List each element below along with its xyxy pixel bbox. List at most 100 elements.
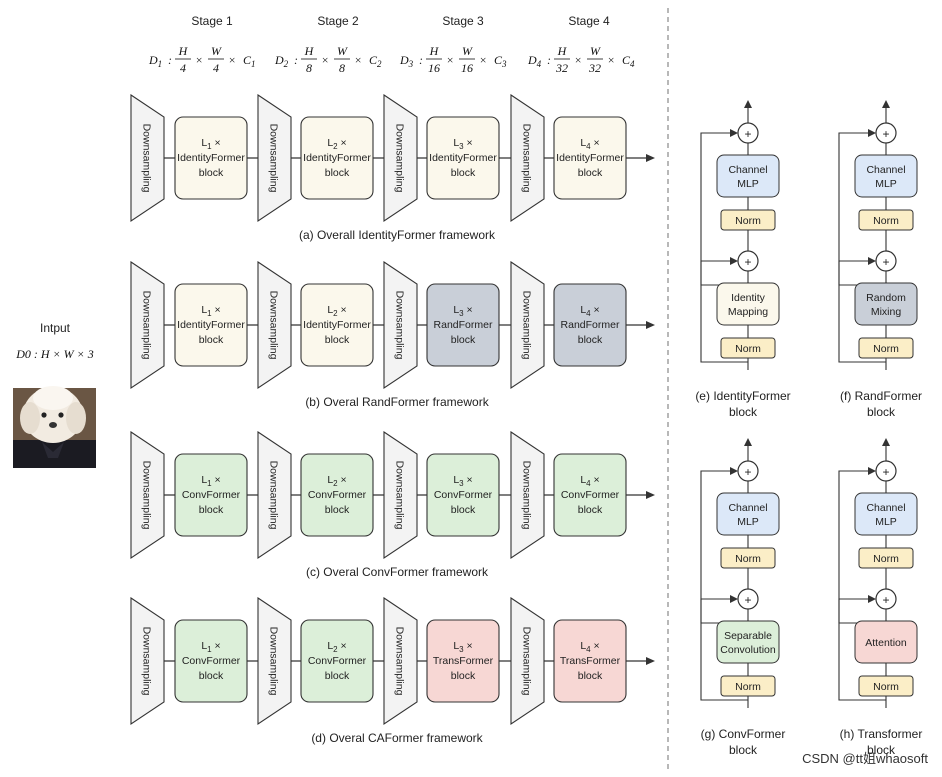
plus-sign: + (882, 255, 889, 269)
mlp-rect (854, 154, 918, 198)
top-arrow (744, 438, 752, 446)
block-type-label: ConvFormer (182, 655, 241, 667)
residual-arrow (868, 257, 876, 265)
fraction-denominator: 16 (428, 61, 440, 75)
mixer-label: Separable (724, 630, 772, 642)
block-type-label: RandFormer (434, 319, 493, 331)
framework-caption: (a) Overall IdentityFormer framework (299, 228, 496, 242)
fraction-denominator: 8 (306, 61, 312, 75)
add-node: + (875, 250, 897, 272)
downsampling-layer: Downsampling (130, 596, 165, 726)
block-sub-label: block (325, 167, 350, 179)
dimension-colon: : (419, 53, 423, 67)
block-type-label: ConvFormer (182, 489, 241, 501)
block-box (300, 116, 374, 200)
add-circle (737, 588, 759, 610)
fraction-numerator: W (337, 44, 348, 58)
block-box (174, 619, 248, 703)
top-arrow (882, 100, 890, 108)
mlp-label: Channel (728, 164, 767, 176)
plus-sign: + (744, 465, 751, 479)
stage-dimension-formula: D1:H4×W4×C1 (148, 44, 256, 75)
mlp-label: Channel (728, 502, 767, 514)
block-repeat-label: L3 × (453, 640, 472, 654)
times-sign: × (607, 53, 615, 67)
downsampling-shape (130, 260, 165, 390)
top-arrow (744, 100, 752, 108)
residual-line (700, 598, 748, 701)
mixer-label: Mapping (728, 306, 768, 318)
downsampling-shape (130, 596, 165, 726)
residual-line (838, 260, 886, 363)
norm-label: Norm (873, 681, 899, 693)
times-sign: × (228, 53, 236, 67)
block-sub-label: block (451, 334, 476, 346)
mixer-rect (854, 620, 918, 664)
mixer-label: Convolution (720, 644, 776, 656)
dimension-symbol: D2 (274, 53, 289, 69)
block-type-label: ConvFormer (434, 489, 493, 501)
downsampling-shape (383, 93, 418, 223)
fraction-numerator: H (429, 44, 440, 58)
block-box (426, 116, 500, 200)
times-sign: × (479, 53, 487, 67)
output-arrow (646, 491, 655, 499)
channel-symbol: C2 (369, 53, 382, 69)
downsampling-label: Downsampling (268, 627, 280, 696)
block-box (426, 283, 500, 367)
plus-sign: + (744, 593, 751, 607)
mlp-rect (854, 492, 918, 536)
block-box (553, 453, 627, 537)
block-diagram: ++ChannelMLPNormNormSeparableConvolution… (700, 438, 785, 757)
downsampling-shape (510, 260, 545, 390)
mlp-label: MLP (737, 516, 759, 528)
add-circle (875, 250, 897, 272)
block-box (174, 283, 248, 367)
block-caption: (h) Transformer (840, 727, 923, 741)
input-image (13, 386, 96, 468)
downsampling-shape (257, 430, 292, 560)
block-sub-label: block (451, 670, 476, 682)
residual-line (838, 598, 886, 701)
downsampling-label: Downsampling (521, 291, 533, 360)
block-repeat-label: L1 × (201, 304, 220, 318)
block-box (426, 619, 500, 703)
residual-arrow (730, 467, 738, 475)
add-node: + (875, 588, 897, 610)
block-repeat-label: L2 × (327, 640, 346, 654)
mixer-label: Mixing (871, 306, 902, 318)
block-box (174, 453, 248, 537)
times-sign: × (354, 53, 362, 67)
block-repeat-label: L2 × (327, 304, 346, 318)
channel-symbol: C3 (494, 53, 507, 69)
dimension-colon: : (168, 53, 172, 67)
add-circle (875, 460, 897, 482)
stage-dimension-formula: D2:H8×W8×C2 (274, 44, 382, 75)
output-arrow (646, 657, 655, 665)
stage-label: Stage 4 (568, 14, 610, 28)
block-box (300, 453, 374, 537)
downsampling-label: Downsampling (394, 627, 406, 696)
norm-rect (858, 337, 914, 359)
dimension-symbol: D1 (148, 53, 162, 69)
block-repeat-label: L4 × (580, 137, 599, 151)
block-type-label: TransFormer (433, 655, 494, 667)
block-sub-label: block (578, 670, 603, 682)
norm-label: Norm (735, 215, 761, 227)
mlp-label: Channel (866, 164, 905, 176)
norm-label: Norm (873, 343, 899, 355)
downsampling-layer: Downsampling (257, 596, 292, 726)
block-caption: (f) RandFormer (840, 389, 922, 403)
downsampling-layer: Downsampling (510, 260, 545, 390)
